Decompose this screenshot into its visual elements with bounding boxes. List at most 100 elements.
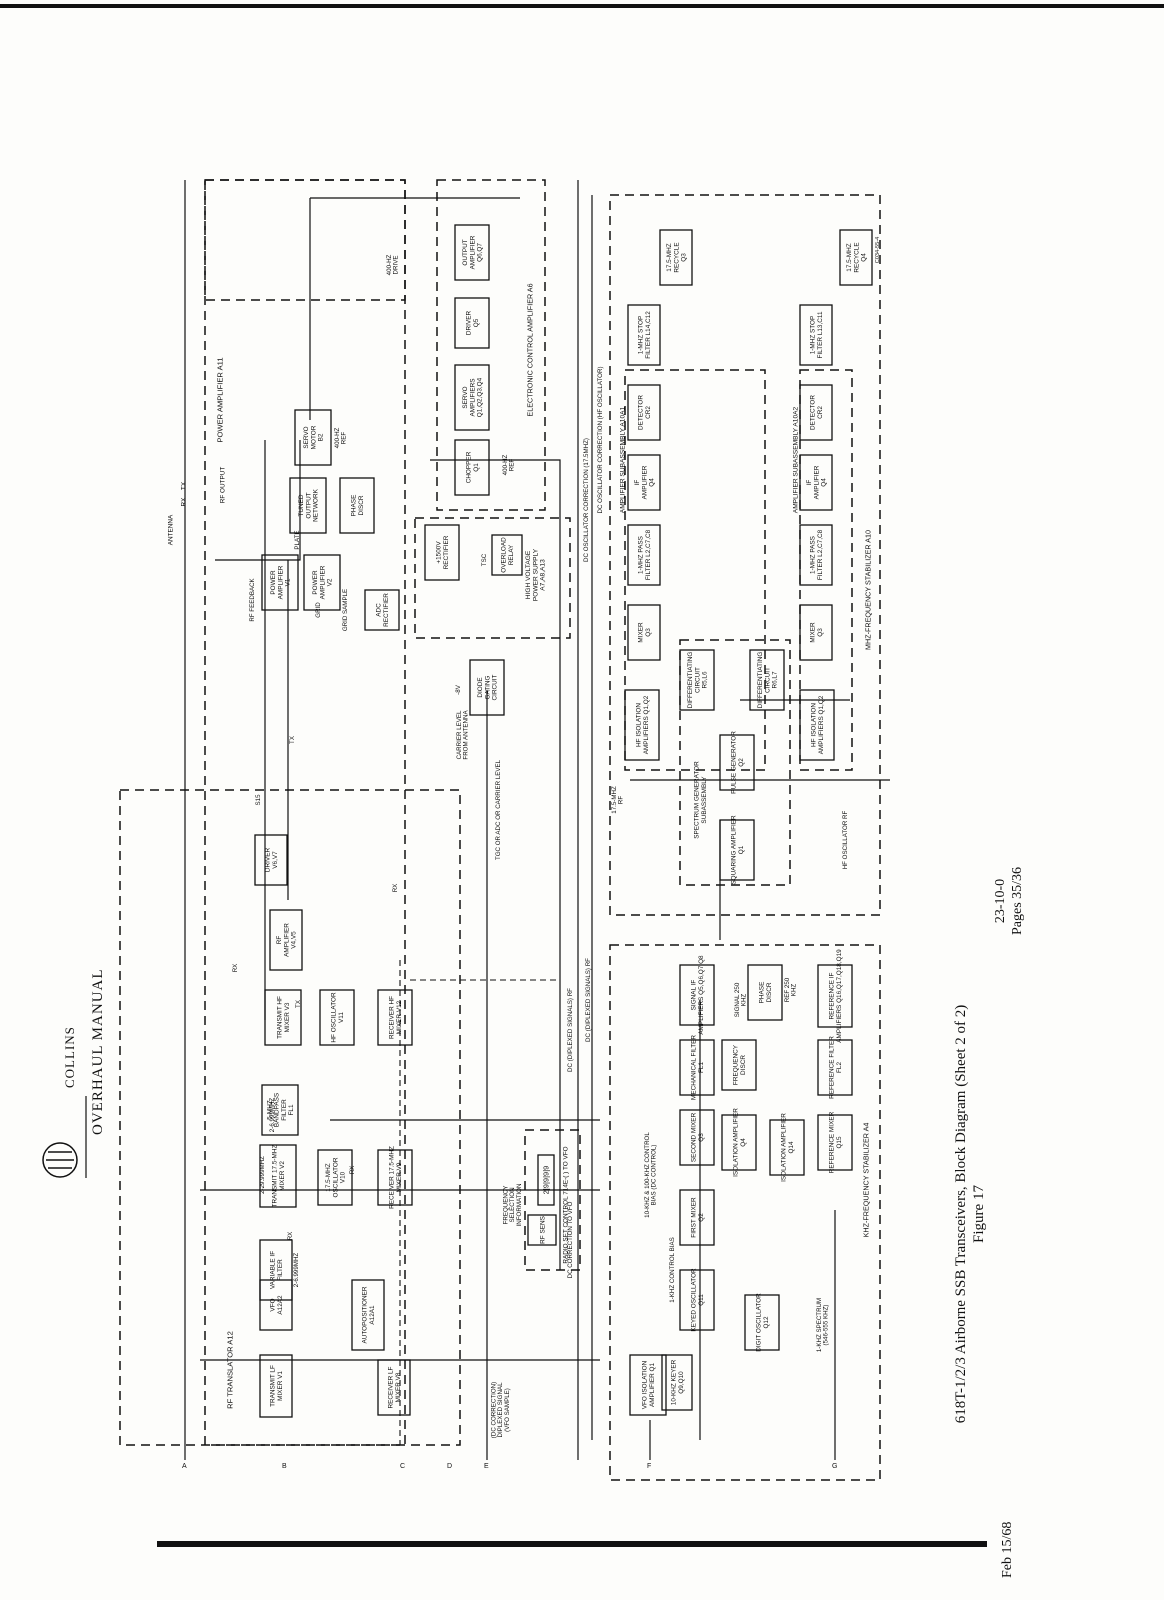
output-amp-block: [454, 224, 490, 281]
tx-label: TX: [180, 481, 187, 490]
s15-label: S15: [255, 794, 262, 806]
keyed-osc-block-label: KEYED OSCILLATORQ11: [691, 1268, 705, 1332]
receiver-hf-mixer-block: [377, 989, 413, 1046]
phase-discr-a4-block-label: PHASEDISCR: [759, 982, 773, 1004]
rx-label: RX: [180, 497, 187, 507]
frequency-counter-digits: 2|9|9|9|9: [542, 1166, 551, 1195]
vfo-block: [259, 1279, 293, 1331]
assembly-a6-label: ELECTRONIC CONTROL AMPLIFIER A6: [526, 283, 535, 416]
receiver-lf-mixer-block: [377, 1359, 411, 1416]
ref-400-a11-label: 400-HZREF: [334, 427, 348, 448]
figure-title: 618T-1/2/3 Airborne SSB Transceivers, Bl…: [953, 1004, 969, 1424]
driver-block: [254, 834, 288, 886]
page-numbers: Pages 35/36: [1010, 866, 1025, 935]
overload-relay-block-label: OVERLOADRELAY: [501, 537, 515, 573]
transmit-lf-mixer-block-label: TRANSMIT LFMIXER V1: [270, 1365, 284, 1407]
mixer-q3-a1-block: [627, 604, 661, 661]
detector-a1-block: [627, 384, 661, 441]
if-amp-a1-block: [627, 454, 661, 511]
pulse-gen-block-label: PULSE GENERATORQ2: [731, 731, 745, 794]
carrier-level-label: CARRIER LEVELFROM ANTENNA: [456, 710, 470, 760]
ref-mixer-block: [817, 1114, 853, 1171]
document-number: 23-10-0: [993, 878, 1008, 924]
tx-mixer-label: TX: [295, 1000, 302, 1008]
margin-letter-a: A: [182, 1463, 187, 1470]
diff-circuit-2-block-label: DIFFERENTIATINGCIRCUITR6,L7: [757, 652, 778, 709]
dc-corr-vfo-label: DC CORRECTION TO VFO: [567, 1201, 574, 1278]
line-rf-out: [215, 440, 301, 561]
if-amp-a2-block-label: IFAMPLIFIERQ4: [806, 465, 827, 499]
ref-400-a6-label: 400-HZREF: [502, 454, 516, 475]
stop-filter-a2-block-label: 1-MHZ STOPFILTER L13,C11: [810, 311, 824, 358]
assembly-a10a1-label: AMPLIFIER SUBASSEMBLY A10A1: [619, 406, 626, 513]
margin-letter-b: B: [282, 1463, 287, 1470]
bottom-border: [157, 1541, 987, 1547]
rx-right-label: RX: [392, 884, 399, 893]
rf-amplifier-block-label: RFAMPLIFIERV4,V5: [276, 923, 297, 957]
receiver-lf-mixer-block-label: RECEIVER LFMIXER V8: [388, 1366, 402, 1408]
detector-a1-block-label: DETECTORCR2: [638, 395, 652, 430]
diff-circuit-2-block: [749, 649, 785, 711]
ref-filter-block: [817, 1039, 853, 1096]
assembly-radio-set-label: RADIO SET CONTROL 714E-( ) TO VFO: [562, 1146, 569, 1263]
rf-feedback-label: RF FEEDBACK: [249, 577, 256, 621]
assembly-hvps-outline: [414, 517, 571, 639]
ref-mixer-block-label: REFERENCE MIXERQ15: [829, 1111, 843, 1173]
page-reference: 23-10-0 Pages 35/36: [992, 867, 1026, 935]
band-2-6999b-label: 2-6.999MHZ: [293, 1253, 300, 1288]
mixer-q3-a2-block: [799, 604, 833, 661]
diff-circuit-1-block: [679, 649, 715, 711]
assembly-spectrum-outline: [679, 639, 791, 886]
rf-sens-block-label: RF SENS: [539, 1216, 546, 1244]
signal-if-block-label: SIGNAL IFAMPLIFIERS Q5,Q6,Q7,Q8: [691, 955, 705, 1035]
iso-q4-block-label: ISOLATION AMPLIFIERQ4: [733, 1108, 747, 1177]
variable-if-filter-block: [259, 1239, 293, 1301]
power-amp-v2-block: [303, 554, 341, 611]
ref-if-block-label: REFERENCE IFAMPLIFIERS Q16,Q17,Q18,Q19: [829, 949, 843, 1043]
chopper-block-label: CHOPPERQ1: [466, 451, 480, 483]
second-mixer-block-label: SECOND MIXERQ3: [691, 1112, 705, 1162]
bandpass-5mhz-block-label: 5-MHZBANDPASSFILTERFL1: [267, 1093, 295, 1127]
keyed-osc-block: [679, 1269, 715, 1331]
chopper-block: [454, 439, 490, 496]
ref-if-block: [817, 964, 853, 1028]
variable-if-filter-block-label: VARIABLE IFFILTER: [270, 1251, 284, 1289]
stop-filter-a1-block: [627, 304, 661, 366]
plate-label: PLATE: [294, 530, 301, 549]
figure-caption: 618T-1/2/3 Airborne SSB Transceivers, Bl…: [952, 954, 988, 1474]
margin-letter-g: G: [832, 1463, 837, 1470]
rf-amplifier-block: [269, 909, 303, 971]
mixer-q3-a1-block-label: MIXERQ3: [638, 622, 652, 643]
keyer-block-label: 10-KHZ KEYERQ9,Q10: [671, 1359, 685, 1405]
top-border: [0, 4, 1164, 8]
if-amp-a2-block: [799, 454, 833, 511]
spectrum-1k-label: 1-KHZ SPECTRUM(546-555 KHZ): [816, 1298, 830, 1352]
pulse-gen-block: [719, 734, 755, 791]
drive-400-label: 400-HZDRIVE: [386, 254, 400, 275]
band-2-29999-label: 2-29.999MHZ: [259, 1156, 266, 1194]
tsc-label: TSC: [481, 553, 488, 566]
assembly-hvps-label: HIGH VOLTAGEPOWER SUPPLYA7,A8,A13: [525, 548, 547, 601]
collins-logo-icon: [42, 1096, 87, 1178]
signal-if-block: [679, 964, 715, 1026]
diode-gating-block-label: DIODEGATINGCIRCUIT: [477, 674, 498, 700]
keyer-block: [661, 1354, 693, 1411]
drawing-number: C034-55-4: [875, 237, 881, 263]
rf-175-label: 17.5-MHZRF: [611, 786, 625, 814]
rx-osc-label: RX: [349, 1166, 356, 1175]
receiver-175-mixer-block: [377, 1149, 413, 1206]
osc-175-block: [317, 1149, 353, 1206]
tuned-output-block: [289, 477, 327, 534]
hf-oscillator-block: [319, 989, 355, 1046]
assembly-a11-cap: [204, 179, 406, 301]
bias-10-100-label: 10-KHZ & 100-KHZ CONTROLBIAS (DC CONTROL…: [644, 1132, 658, 1218]
driver-q5-block-label: DRIVERQ5: [466, 311, 480, 336]
osc-175-block-label: 17.5-MHZOSCILLATORV10: [325, 1157, 346, 1197]
autopositioner-block-label: AUTOPOSITIONERA12A1: [362, 1286, 376, 1343]
adc-rectifier-block: [364, 589, 400, 631]
grid-sample-label: GRID SAMPLE: [342, 589, 349, 631]
diode-gating-block: [469, 659, 505, 716]
detector-a2-block-label: DETECTORCR2: [810, 395, 824, 430]
transmit-175-mixer-block: [259, 1144, 297, 1208]
